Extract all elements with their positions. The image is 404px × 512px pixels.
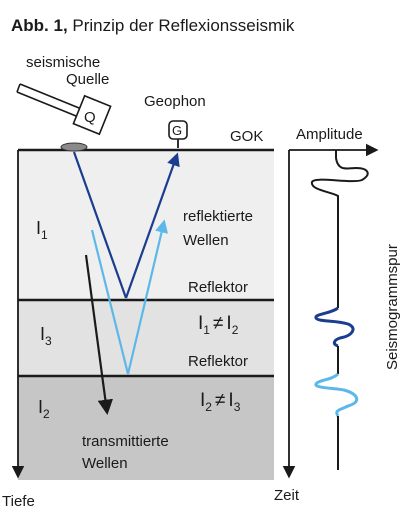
source-letter: Q <box>84 109 96 126</box>
geophone-icon: G <box>168 120 188 148</box>
source-label-line-2: Quelle <box>66 71 109 88</box>
depth-axis-label: Tiefe <box>2 493 35 510</box>
reflected-waves-line-2: Wellen <box>183 232 229 249</box>
layer-3-label: I3 <box>40 324 52 348</box>
transmitted-waves-line-2: Wellen <box>82 455 128 472</box>
trace-onset-segment <box>311 150 369 308</box>
dark-reflected-ray <box>124 152 180 299</box>
impedance-relation-2: I2≠I3 <box>200 390 241 414</box>
trace-reflection-2 <box>314 372 359 417</box>
hammer-icon: Q <box>16 83 112 136</box>
geophone-label: Geophon <box>144 93 206 110</box>
layer-2-band <box>18 376 274 480</box>
reflector-1-label: Reflektor <box>188 279 248 296</box>
light-incident-ray <box>90 229 130 375</box>
reflector-2-label: Reflektor <box>188 353 248 370</box>
impedance-relation-1: I1≠I2 <box>198 313 239 337</box>
source-label-line-1: seismische <box>26 54 100 71</box>
reflected-waves-line-1: reflektierte <box>183 208 253 225</box>
time-axis-label: Zeit <box>274 487 300 504</box>
layer-3-band <box>18 300 274 376</box>
amplitude-axis-label: Amplitude <box>296 126 363 143</box>
source-plate <box>60 142 88 152</box>
light-reflected-ray <box>126 219 168 375</box>
figure-title: Abb. 1, Prinzip der Reflexionsseismik <box>11 16 295 35</box>
transmitted-ray <box>84 254 113 416</box>
transmitted-waves-line-1: transmittierte <box>82 433 169 450</box>
trace-reflection-1 <box>314 306 355 348</box>
layer-1-band <box>18 150 274 300</box>
trace-label: Seismogrammspur <box>384 244 401 370</box>
layer-2-label: I2 <box>38 397 50 421</box>
surface-label: GOK <box>230 128 263 145</box>
dark-incident-ray <box>72 151 128 299</box>
geophone-letter: G <box>172 123 182 138</box>
layer-1-label: I1 <box>36 218 48 242</box>
